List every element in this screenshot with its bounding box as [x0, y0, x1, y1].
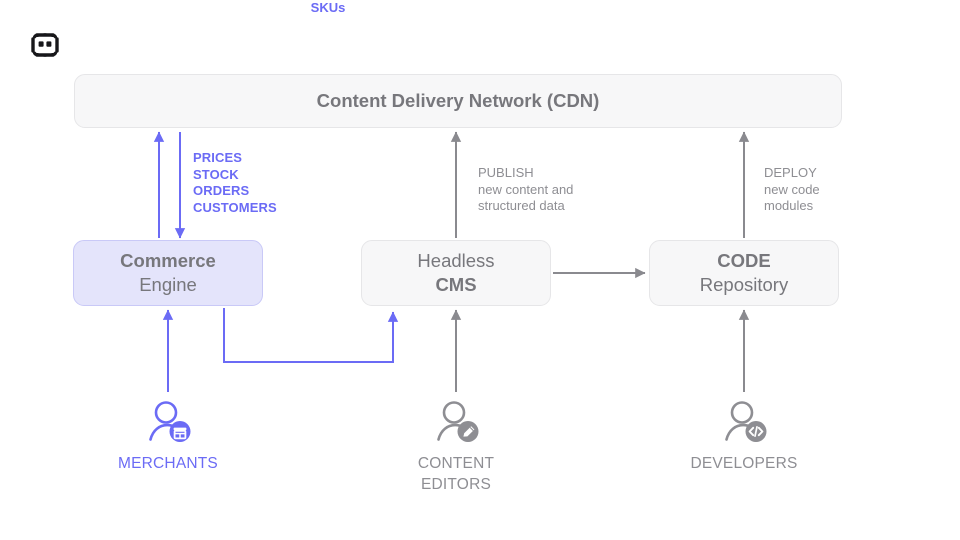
node-commerce-engine-line1: Commerce [120, 249, 216, 271]
bot-logo-icon [30, 31, 60, 59]
edge-label-publish-head: PUBLISH [478, 165, 534, 180]
edge-commerce-to-cms-skus [223, 308, 399, 363]
node-code-repository-line2: Repository [699, 274, 789, 295]
node-commerce-engine[interactable]: Commerce Engine [73, 240, 263, 306]
persona-merchants[interactable]: MERCHANTS [78, 398, 258, 475]
persona-content-editors-line1: CONTENT [417, 455, 495, 472]
edge-label-cms-cdn: PUBLISH new content and structured data [478, 165, 573, 215]
user-store-icon [142, 398, 194, 446]
edge-label-publish-line2: new content and [478, 181, 574, 197]
node-headless-cms[interactable]: Headless CMS [361, 240, 551, 306]
edge-label-deploy-line3: modules [764, 198, 814, 214]
node-commerce-engine-line2: Engine [139, 274, 197, 295]
edge-label-skus-wrap: SKUs [0, 0, 960, 15]
edge-label-deploy-line2: new code [764, 181, 820, 197]
user-pencil-icon [430, 398, 482, 446]
persona-content-editors-label: CONTENT EDITORS [366, 454, 546, 495]
persona-content-editors-line2: EDITORS [420, 475, 491, 493]
persona-developers[interactable]: DEVELOPERS [654, 398, 834, 475]
persona-developers-label: DEVELOPERS [654, 454, 834, 475]
persona-merchants-line1: MERCHANTS [118, 455, 218, 472]
edge-label-stock: STOCK [193, 166, 239, 182]
node-headless-cms-line2: CMS [435, 274, 477, 295]
edge-label-orders: ORDERS [193, 183, 250, 199]
edge-label-skus: SKUs [310, 0, 346, 15]
edge-label-deploy-head: DEPLOY [764, 165, 817, 180]
node-cdn[interactable]: Content Delivery Network (CDN) [74, 74, 842, 128]
edge-label-customers: CUSTOMERS [193, 199, 277, 215]
node-code-repository-line1: CODE [717, 249, 771, 271]
persona-content-editors[interactable]: CONTENT EDITORS [366, 398, 546, 495]
node-headless-cms-line1: Headless [417, 249, 495, 271]
edge-label-code-cdn: DEPLOY new code modules [764, 165, 820, 215]
edge-label-prices: PRICES [193, 150, 243, 165]
node-cdn-title: Content Delivery Network (CDN) [316, 89, 600, 111]
edge-label-commerce-cdn: PRICES STOCK ORDERS CUSTOMERS [193, 150, 277, 217]
user-code-icon [718, 398, 770, 446]
persona-developers-line1: DEVELOPERS [690, 455, 798, 472]
edge-label-publish-line3: structured data [478, 198, 565, 214]
node-code-repository[interactable]: CODE Repository [649, 240, 839, 306]
persona-merchants-label: MERCHANTS [78, 454, 258, 475]
